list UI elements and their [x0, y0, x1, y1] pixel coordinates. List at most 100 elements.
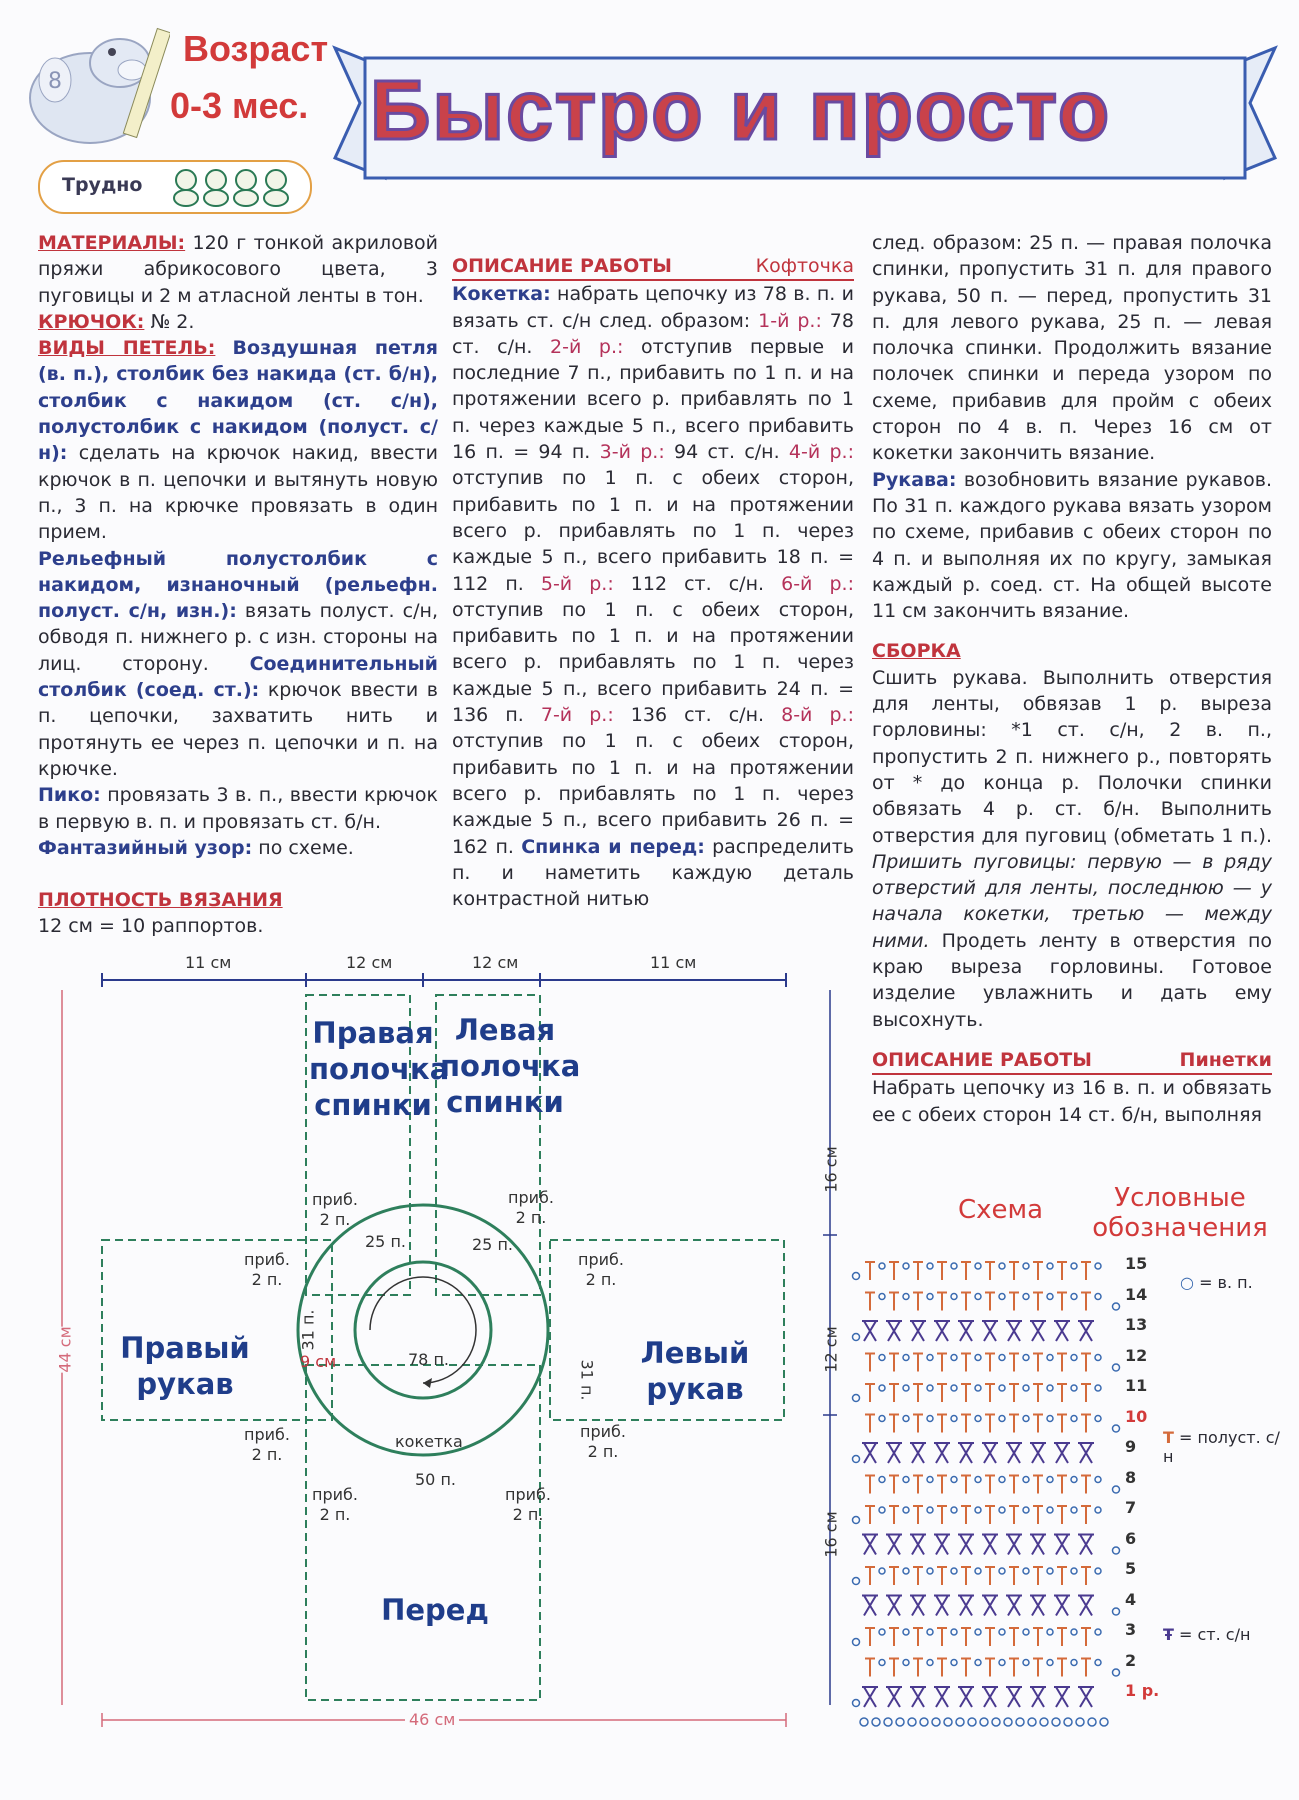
hdc-mark	[865, 1291, 875, 1311]
hdc-mark	[1033, 1352, 1043, 1372]
dc-cross-mark	[982, 1533, 998, 1556]
booties-text: Набрать цепочку из 16 в. п. и обвязать е…	[872, 1077, 1272, 1126]
dc-cross-mark	[1006, 1442, 1022, 1464]
hdc-mark	[1033, 1383, 1043, 1402]
hdc-mark	[937, 1627, 947, 1646]
chain-mark	[902, 1414, 910, 1423]
chart-row	[865, 1413, 1121, 1433]
chain-mark	[1022, 1384, 1030, 1392]
dc-cross-mark	[934, 1320, 950, 1342]
chain-mark	[950, 1414, 958, 1423]
row-8-label: 8-й р.:	[781, 704, 854, 727]
assembly-text-c: Продеть ленту в отверстия по краю выреза…	[872, 929, 1272, 1031]
chain-mark	[1094, 1567, 1102, 1575]
column-3: след. образом: 25 п. — правая полочка сп…	[872, 230, 1272, 1128]
inc-label-2: приб.2 п.	[508, 1188, 554, 1227]
hdc-mark	[865, 1474, 875, 1494]
chain-mark	[1094, 1506, 1102, 1514]
yoke-text-4: 94 ст. с/н.	[674, 441, 780, 464]
hdc-mark	[1009, 1413, 1019, 1433]
hdc-mark	[1009, 1566, 1019, 1585]
hdc-mark	[1057, 1627, 1067, 1646]
column-1: МАТЕРИАЛЫ: 120 г тонкой акриловой пряжи …	[38, 230, 438, 940]
foundation-chain-mark	[979, 1717, 989, 1727]
foundation-chain-mark	[1099, 1717, 1109, 1727]
dc-cross-mark	[1078, 1533, 1094, 1556]
hdc-mark	[1009, 1261, 1019, 1280]
chain-mark	[878, 1628, 886, 1636]
chain-mark	[950, 1628, 958, 1636]
turn-chain-mark	[1111, 1546, 1121, 1555]
dc-cross-mark	[934, 1594, 950, 1617]
chain-mark	[1094, 1292, 1102, 1301]
hdc-mark	[985, 1352, 995, 1372]
back-front-heading: Спинка и перед:	[521, 835, 705, 858]
difficulty-babies-icon	[173, 169, 289, 207]
hdc-mark	[865, 1505, 875, 1524]
foundation-chain-mark	[1027, 1717, 1037, 1727]
yoke-text-3: отступив первые и последние 7 п., прибав…	[452, 335, 855, 464]
chain-mark	[878, 1353, 886, 1362]
hdc-mark	[865, 1383, 875, 1402]
hdc-mark	[865, 1566, 875, 1585]
chain-mark	[926, 1567, 934, 1575]
dc-cross-mark	[1054, 1686, 1070, 1708]
chain-mark	[1046, 1567, 1054, 1575]
dc-cross-mark	[934, 1686, 950, 1708]
dc-cross-mark	[862, 1594, 878, 1617]
stitch-5-name: Фантазийный узор:	[38, 836, 253, 859]
stitch-3-name: Соединительный столбик (соед. ст.):	[38, 652, 438, 702]
chain-mark	[1022, 1658, 1030, 1667]
dc-cross-mark	[886, 1442, 902, 1464]
hdc-mark	[985, 1505, 995, 1524]
hdc-mark	[985, 1413, 995, 1433]
work-heading: ОПИСАНИЕ РАБОТЫ	[452, 255, 672, 277]
hdc-mark	[889, 1505, 899, 1524]
bottom-stitch-label: 50 п.	[415, 1470, 456, 1489]
yoke-heading: Кокетка:	[452, 283, 551, 306]
chain-mark	[974, 1475, 982, 1484]
chain-mark	[1070, 1292, 1078, 1301]
dc-cross-mark	[982, 1594, 998, 1617]
chain-mark	[1070, 1628, 1078, 1636]
hdc-mark	[1009, 1352, 1019, 1372]
foundation-chain-mark	[1003, 1717, 1013, 1727]
dc-cross-mark	[1054, 1594, 1070, 1617]
turn-chain-mark	[851, 1515, 861, 1525]
work-item-jacket: Кофточка	[755, 255, 854, 277]
back-front-text: распределить п. и наметить каждую деталь…	[452, 835, 854, 911]
chain-mark	[950, 1658, 958, 1667]
stitch-5-desc: по схеме.	[258, 836, 354, 859]
foundation-chain-mark	[1087, 1717, 1097, 1727]
assembly-text-a: Сшить рукава. Выполнить отверстия для ле…	[872, 666, 1272, 847]
chain-mark	[902, 1353, 910, 1362]
hdc-mark	[1081, 1352, 1091, 1372]
legend-dc: Ŧ = ст. с/н	[1163, 1625, 1250, 1644]
hdc-mark	[1033, 1627, 1043, 1646]
hdc-mark	[1081, 1474, 1091, 1494]
yoke-text-7: отступив по 1 п. с обеих сторон, прибави…	[452, 598, 854, 727]
yoke-outer-circle	[296, 1203, 550, 1457]
chain-mark	[998, 1292, 1006, 1301]
chain-mark	[1022, 1292, 1030, 1301]
assembly-heading: СБОРКА	[872, 640, 961, 663]
inc-label-5: приб.2 п.	[244, 1425, 290, 1464]
turn-chain-mark	[851, 1576, 861, 1586]
hdc-mark	[913, 1261, 923, 1280]
hook-heading: КРЮЧОК:	[38, 310, 145, 333]
chain-mark	[878, 1506, 886, 1514]
dc-cross-mark	[982, 1320, 998, 1342]
hdc-mark	[1081, 1291, 1091, 1311]
yoke-label: кокетка	[395, 1432, 463, 1451]
hdc-mark	[1033, 1261, 1043, 1280]
hdc-mark	[985, 1627, 995, 1646]
stitch-4-desc: провязать 3 в. п., ввести крючок в перву…	[38, 784, 439, 833]
chain-mark	[1094, 1384, 1102, 1392]
side-right-stitch-label: 31 п.	[577, 1359, 597, 1401]
row-5-label: 5-й р.:	[540, 572, 614, 595]
yoke-text-6: 112 ст. с/н.	[630, 572, 765, 595]
hdc-mark	[937, 1291, 947, 1311]
foundation-chain-mark	[1051, 1717, 1061, 1727]
chain-mark	[1070, 1384, 1078, 1392]
hdc-mark	[961, 1657, 971, 1677]
